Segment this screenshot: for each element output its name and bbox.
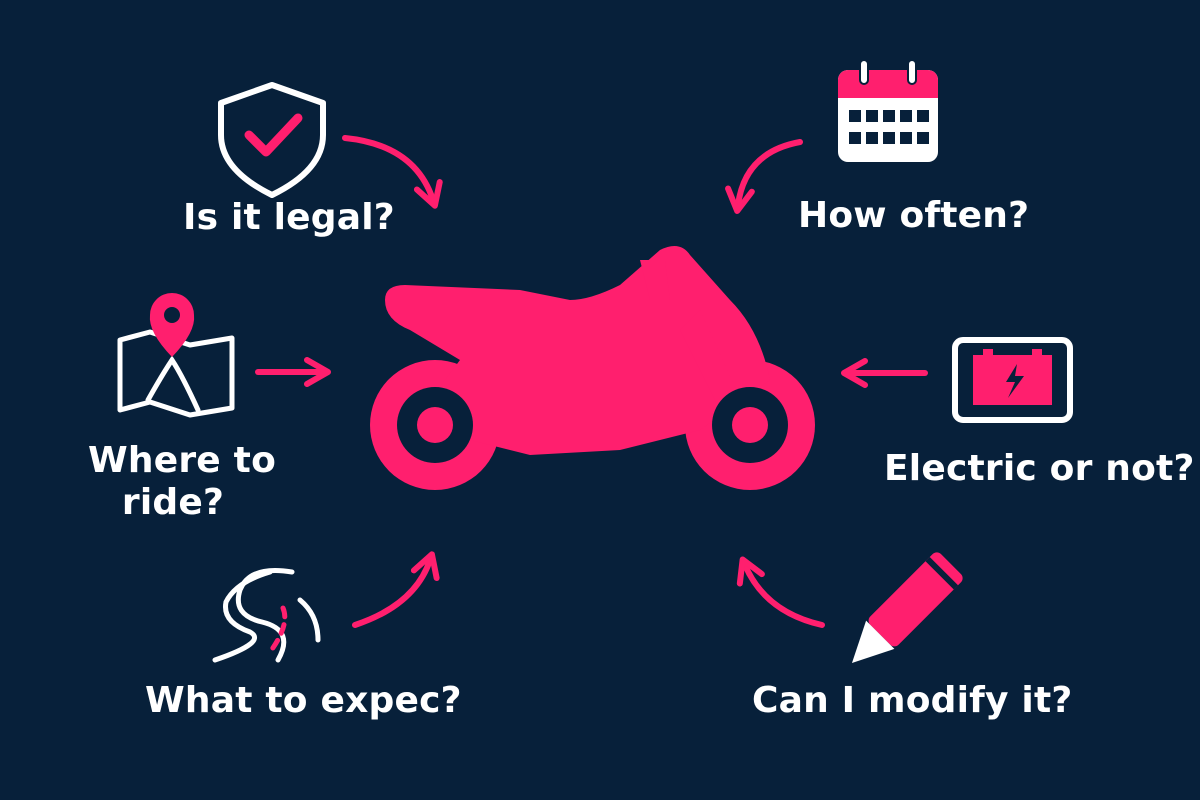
calendar-icon <box>838 59 938 162</box>
battery-icon <box>952 337 1073 423</box>
label-often: How often? <box>798 195 1030 236</box>
label-where-line-1: Where to <box>88 440 276 481</box>
label-where: Where to ride? <box>88 440 276 524</box>
pencil-icon <box>851 552 963 664</box>
winding-road-icon <box>212 567 321 663</box>
label-electric: Electric or not? <box>884 448 1195 489</box>
label-legal: Is it legal? <box>183 197 395 238</box>
motorcycle-icon <box>370 246 815 490</box>
label-modify: Can I modify it? <box>752 680 1073 721</box>
arrow-often <box>725 139 803 214</box>
shield-check-icon <box>218 82 326 198</box>
arrow-modify <box>736 556 825 628</box>
arrow-expect <box>352 551 440 628</box>
label-expect: What to expec? <box>145 680 462 721</box>
label-where-line-2: ride? <box>121 482 225 523</box>
map-pin-icon <box>117 293 235 418</box>
arrow-legal <box>342 135 443 209</box>
